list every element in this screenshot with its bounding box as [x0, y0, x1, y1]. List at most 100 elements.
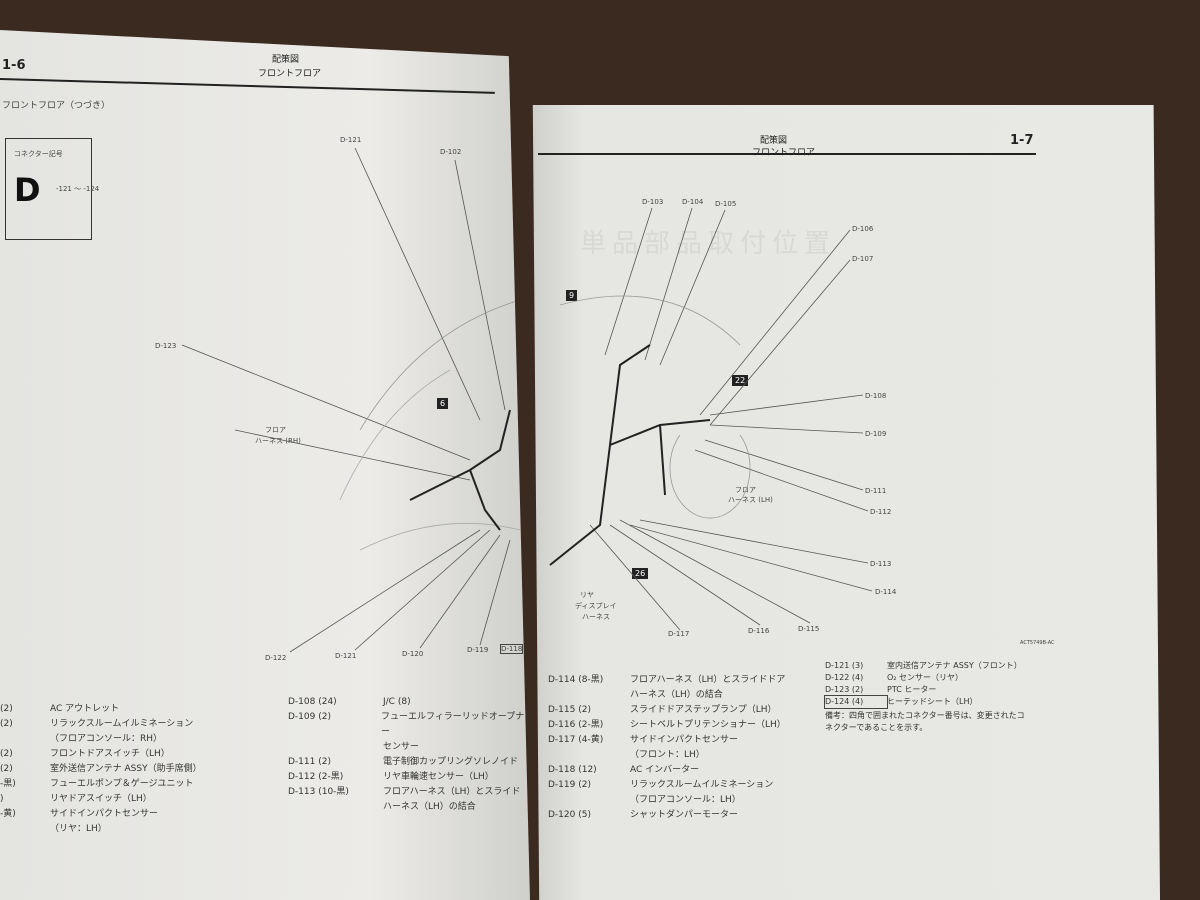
connector-symbol-box: コネクター記号 D -121 ～ -124: [5, 138, 99, 240]
legend-col2: D-121 (3)室内送信アンテナ ASSY（フロント）D-122 (4) O₂ …: [824, 660, 1025, 734]
connector-code: D-124 (4): [824, 695, 888, 709]
connector-code: D-114 (8-黒): [548, 675, 604, 685]
legend-row: D-121 (3)室内送信アンテナ ASSY（フロント）: [825, 660, 1025, 672]
harness-label: リヤ: [580, 591, 594, 599]
connector-description: ハーネス（LH）の結合: [630, 690, 723, 700]
connector-code: [548, 793, 630, 808]
connector-description: AC アウトレット: [50, 704, 120, 714]
callout: D-119: [467, 646, 489, 654]
legend-row: （リヤ：LH）: [0, 822, 202, 837]
connector-letter: D: [14, 171, 41, 209]
callout: D-113: [870, 560, 892, 568]
connector-description: （リヤ：LH）: [50, 824, 107, 834]
callout: D-107: [852, 255, 874, 263]
connector-code: D-121 (3): [825, 661, 864, 670]
connector-code: D-120 (5): [548, 810, 591, 820]
legend-row: D-115 (2)スライドドアステップランプ（LH）: [548, 703, 786, 718]
wiring-diagram: [549, 207, 873, 631]
connector-code: [548, 688, 630, 703]
legend-row: D-122 (4) O₂ センサー（リヤ）: [825, 672, 1025, 684]
connector-description: 電子制御カップリングソレノイド: [383, 757, 519, 767]
callout: D-121: [335, 652, 357, 660]
connector-range: -121 ～ -124: [56, 185, 100, 193]
connector-description: リラックスルームイルミネーション: [50, 719, 194, 729]
connector-code: (2): [0, 749, 13, 759]
callout: D-102: [440, 148, 462, 156]
callout: D-103: [642, 198, 664, 206]
connector-code: D-113 (10-黒): [288, 787, 349, 797]
connector-description: ハーネス（LH）の結合: [383, 802, 476, 812]
figure-code: ACT5749B-AC: [1020, 640, 1055, 646]
connector-code: (2): [0, 719, 13, 729]
legend-row: D-123 (2) PTC ヒーター: [825, 684, 1025, 696]
callout-boxed: D-118: [500, 644, 524, 654]
callout: D-105: [715, 200, 737, 208]
connector-description: サイドインパクトセンサー: [630, 735, 739, 745]
page-subtitle: フロントフロア: [258, 69, 322, 79]
legend-row: D-116 (2-黒) シートベルトプリテンショナー（LH）: [548, 718, 786, 733]
legend-row: D-117 (4-黄) サイドインパクトセンサー: [548, 733, 786, 748]
callout: D-122: [265, 654, 287, 662]
legend-row: (2)室外送信アンテナ ASSY（助手席側）: [0, 762, 202, 777]
connector-description: フロアハーネス（LH）とスライドドア: [630, 675, 786, 685]
legend-row: （フロント：LH）: [548, 748, 786, 763]
connector-description: （フロアコンソール：LH）: [630, 795, 741, 805]
legend-row: D-118 (12)AC インバーター: [548, 763, 786, 778]
legend-row: （フロアコンソール：LH）: [548, 793, 786, 808]
connector-description: フロアハーネス（LH）とスライド: [383, 787, 521, 797]
note-text: 備考：四角で囲まれたコネクター番号は、変更されたコネクターであることを示す。: [825, 710, 1025, 734]
connector-code: D-116 (2-黒): [548, 720, 604, 730]
marker: 9: [566, 290, 578, 301]
callout: D-108: [865, 392, 887, 400]
marker: 22: [732, 375, 749, 386]
connector-code: D-108 (24): [288, 697, 337, 707]
connector-description: シャットダンパーモーター: [630, 810, 739, 820]
callout: D-114: [875, 588, 897, 596]
connector-code: [0, 822, 50, 837]
connector-description: リラックスルームイルミネーション: [630, 780, 774, 790]
connector-description: AC インバーター: [630, 765, 700, 775]
callout: D-109: [865, 430, 887, 438]
connector-code: (2): [0, 764, 13, 774]
connector-code: D-111 (2): [288, 757, 331, 767]
connector-description: ヒーテッドシート（LH）: [887, 697, 978, 706]
right-page: 配策図 フロントフロア 1-7 単品部品取付位置 D-103 D-104 D-1…: [532, 105, 1160, 900]
connector-description: O₂ センサー（リヤ）: [887, 673, 964, 682]
connector-code: (2): [0, 704, 13, 714]
harness-label: フロア: [265, 426, 286, 434]
connector-code: D-115 (2): [548, 705, 591, 715]
callout: D-117: [668, 630, 690, 638]
legend-row: (2) リラックスルームイルミネーション: [0, 717, 202, 732]
connector-description: PTC ヒーター: [887, 685, 937, 694]
connector-code: -黄): [0, 809, 16, 819]
harness-label: ハーネス (LH): [728, 496, 773, 504]
connector-description: J/C (8): [383, 697, 411, 707]
connector-code: [288, 740, 383, 755]
legend-row: D-119 (2) リラックスルームイルミネーション: [548, 778, 786, 793]
harness-label: フロア: [735, 486, 756, 494]
legend-row: (2) AC アウトレット: [0, 702, 202, 717]
left-page: 1-6 配策図 フロントフロア フロントフロア（つづき） コネクター記号 D -…: [0, 30, 530, 900]
callout: D-120: [402, 650, 424, 658]
legend-row: D-112 (2-黒)リヤ車輪速センサー（LH）: [288, 770, 530, 785]
legend-col2: D-108 (24)J/C (8)D-109 (2)フューエルフィラーリッドオー…: [288, 695, 530, 815]
legend-col1: D-114 (8-黒) フロアハーネス（LH）とスライドドアハーネス（LH）の結合…: [548, 673, 786, 823]
connector-code: D-112 (2-黒): [288, 772, 344, 782]
legend-row: センサー: [288, 740, 530, 755]
connector-description: サイドインパクトセンサー: [50, 809, 159, 819]
connector-code: [548, 748, 630, 763]
legend-row: (2)フロントドアスイッチ（LH）: [0, 747, 202, 762]
legend-row: ハーネス（LH）の結合: [288, 800, 530, 815]
connector-code: D-119 (2): [548, 780, 591, 790]
connector-description: シートベルトプリテンショナー（LH）: [630, 720, 786, 730]
connector-code: -黒): [0, 779, 16, 789]
connector-code: D-123 (2): [825, 685, 864, 694]
connector-code: D-117 (4-黄): [548, 735, 604, 745]
connector-code: D-122 (4): [825, 673, 864, 682]
connector-description: （フロアコンソール：RH）: [50, 734, 163, 744]
legend-row: D-113 (10-黒) フロアハーネス（LH）とスライド: [288, 785, 530, 800]
marker: 6: [437, 398, 449, 409]
harness-label: ディスプレイ: [575, 602, 617, 610]
callout: D-115: [798, 625, 820, 633]
header-rule: [538, 153, 1036, 155]
